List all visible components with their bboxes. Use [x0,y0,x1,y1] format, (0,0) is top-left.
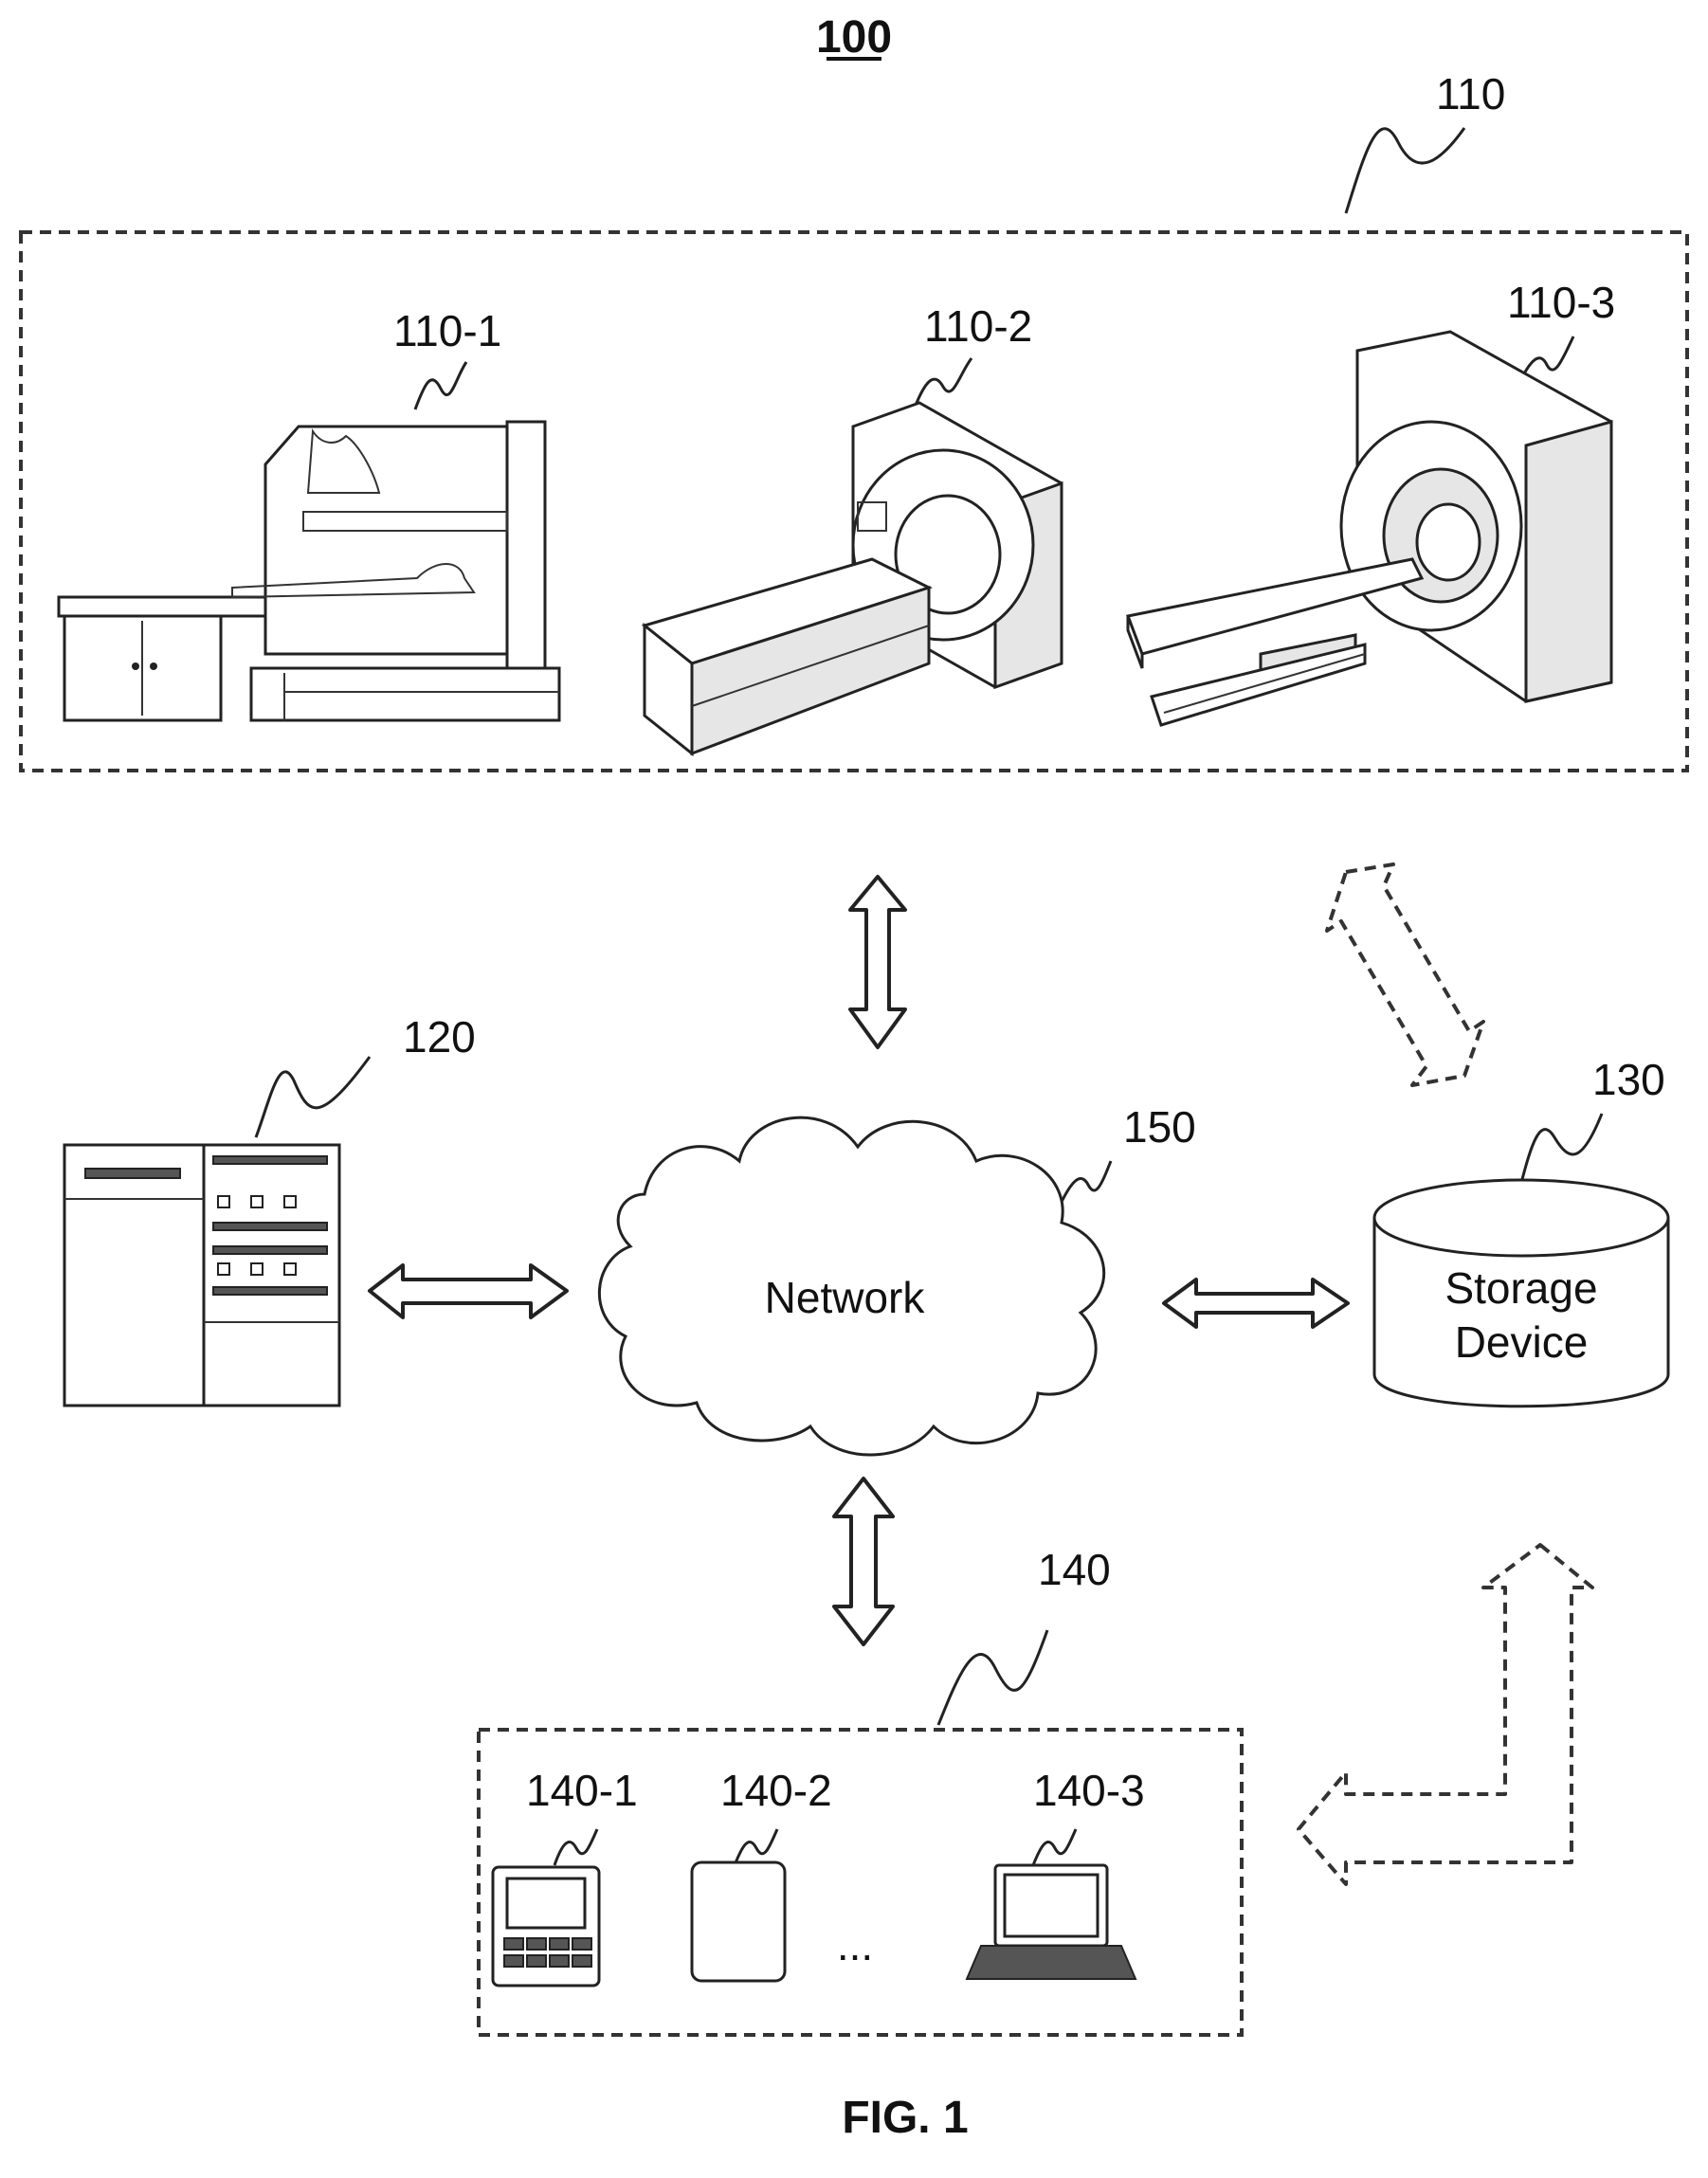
storage-label-line2: Device [1455,1317,1589,1367]
label-140-3: 140-3 [1033,1766,1145,1815]
label-140-2: 140-2 [720,1766,832,1815]
arrow-processing-network [370,1265,567,1317]
label-150: 150 [1123,1102,1196,1152]
label-110-2: 110-2 [924,301,1032,351]
leader-120 [256,1057,370,1137]
imaging-device-110-2: 110-2 [645,301,1062,753]
leader-140-2 [735,1829,777,1865]
arrow-network-terminals [834,1479,893,1644]
arrow-imaging-network [850,877,905,1047]
terminal-140-1: 140-1 [493,1766,638,1986]
ellipsis: ... [837,1920,873,1969]
leader-110 [1346,128,1464,213]
leader-140-1 [554,1829,597,1865]
arrow-storage-terminals [1299,1545,1592,1884]
label-110-3: 110-3 [1507,278,1615,327]
processing-device-120: 120 [64,1012,476,1406]
label-120: 120 [403,1012,476,1062]
terminal-140-3: 140-3 [967,1766,1145,1979]
leader-110-1 [415,362,466,409]
terminal-140-2: 140-2 [692,1766,832,1981]
leader-130 [1521,1114,1602,1183]
leader-110-3 [1521,336,1573,379]
arrow-network-storage [1164,1280,1348,1327]
label-140-1: 140-1 [526,1766,638,1815]
label-140: 140 [1038,1545,1111,1594]
leader-140-3 [1033,1829,1076,1865]
label-110: 110 [1436,69,1505,118]
label-110-1: 110-1 [393,306,501,355]
storage-label-line1: Storage [1445,1263,1597,1313]
figure-caption: FIG. 1 [842,2093,968,2143]
network-label: Network [765,1273,926,1322]
imaging-device-110-1: 110-1 [59,306,559,720]
network-150: Network 150 [599,1102,1195,1455]
figure-number: 100 [816,12,892,63]
imaging-device-110-3: 110-3 [1128,278,1615,725]
leader-150 [1062,1161,1111,1202]
label-130: 130 [1592,1055,1665,1104]
arrow-imaging-storage [1327,864,1483,1085]
leader-110-2 [915,358,972,408]
leader-140 [938,1630,1047,1725]
storage-device-130: 130 Storage Device [1374,1055,1668,1407]
